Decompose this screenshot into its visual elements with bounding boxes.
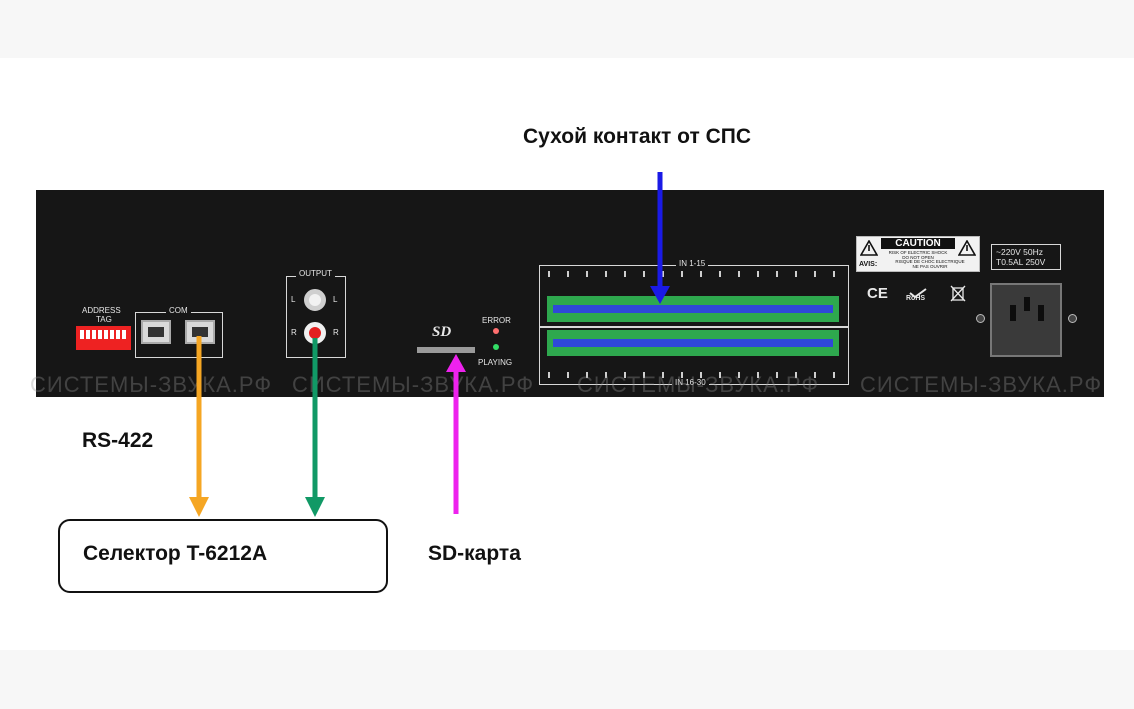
error-led-icon [493, 328, 499, 334]
watermark-3: СИСТЕМЫ-ЗВУКА.РФ [577, 372, 820, 397]
watermark-1: СИСТЕМЫ-ЗВУКА.РФ [30, 372, 273, 397]
sd-card-slot[interactable] [417, 347, 475, 353]
check-icon [909, 288, 927, 299]
sd-card-label: SD-карта [428, 542, 521, 565]
caution-sub2: DO NOT OPEN [902, 255, 934, 260]
avis-label: AVIS: [859, 261, 878, 268]
arrow-down-icon [305, 338, 325, 517]
watermark-4: СИСТЕМЫ-ЗВУКА.РФ [860, 372, 1103, 397]
sd-logo: SD [432, 324, 452, 340]
bottom-background-band [0, 650, 1134, 709]
arrow-down-icon [189, 336, 209, 517]
mounting-screw-icon [976, 314, 985, 323]
dry-contact-label: Сухой контакт от СПС [523, 125, 752, 148]
error-label: ERROR [482, 316, 511, 325]
terminal-block-in-16-30[interactable] [547, 330, 839, 356]
device-rear-panel [36, 190, 1104, 397]
terminal-polarity-marks-top [548, 271, 838, 277]
iec-power-inlet-icon[interactable] [990, 283, 1062, 357]
arrow-up-icon [446, 354, 466, 514]
output-right-label-a: R [291, 328, 297, 337]
avis-sub1: RISQUE DE CHOC ELECTRIQUE [895, 259, 965, 264]
power-line1: ~220V 50Hz [996, 247, 1044, 257]
rca-jack-icon[interactable] [304, 289, 326, 311]
power-rating-box: ~220V 50Hz T0.5AL 250V [991, 244, 1061, 270]
terminal-block-in-1-15[interactable] [547, 296, 839, 322]
ce-mark-icon: CE [867, 285, 888, 302]
rohs-icon: RoHS [906, 285, 930, 303]
weee-bin-icon [950, 285, 966, 302]
power-line2: T0.5AL 250V [996, 257, 1046, 267]
playing-led-icon [493, 344, 499, 350]
in-1-15-label: IN 1-15 [676, 260, 709, 268]
selector-box [58, 519, 388, 593]
address-tag-label-line2: TAG [96, 315, 112, 324]
com-label: COM [166, 307, 191, 315]
avis-sub2: NE PAS OUVRIR [912, 264, 948, 269]
warning-triangle-icon [860, 240, 878, 256]
dip-switch-icon[interactable] [76, 326, 131, 350]
mounting-screw-icon [1068, 314, 1077, 323]
output-left-label-a: L [291, 295, 296, 304]
caution-label: CAUTION RISK OF ELECTRIC SHOCK DO NOT OP… [856, 236, 980, 272]
output-label: OUTPUT [296, 270, 335, 278]
warning-triangle-icon [958, 240, 976, 256]
playing-label: PLAYING [478, 358, 513, 367]
rohs-label: RoHS [906, 295, 926, 302]
caution-sub1: RISK OF ELECTRIC SHOCK [888, 250, 948, 255]
address-tag-label-line1: ADDRESS [82, 306, 121, 315]
rj45-port-icon[interactable] [141, 320, 171, 344]
output-right-label-b: R [333, 328, 339, 337]
watermark-2: СИСТЕМЫ-ЗВУКА.РФ [292, 372, 535, 397]
selector-label: Селектор T-6212A [83, 542, 268, 565]
in-16-30-label: IN 16-30 [672, 379, 709, 387]
caution-title: CAUTION [881, 238, 955, 249]
terminal-polarity-marks-bottom [548, 372, 838, 378]
top-background-band [0, 0, 1134, 58]
arrow-down-icon [650, 172, 670, 304]
rs422-label: RS-422 [82, 429, 154, 452]
output-left-label-b: L [333, 295, 338, 304]
